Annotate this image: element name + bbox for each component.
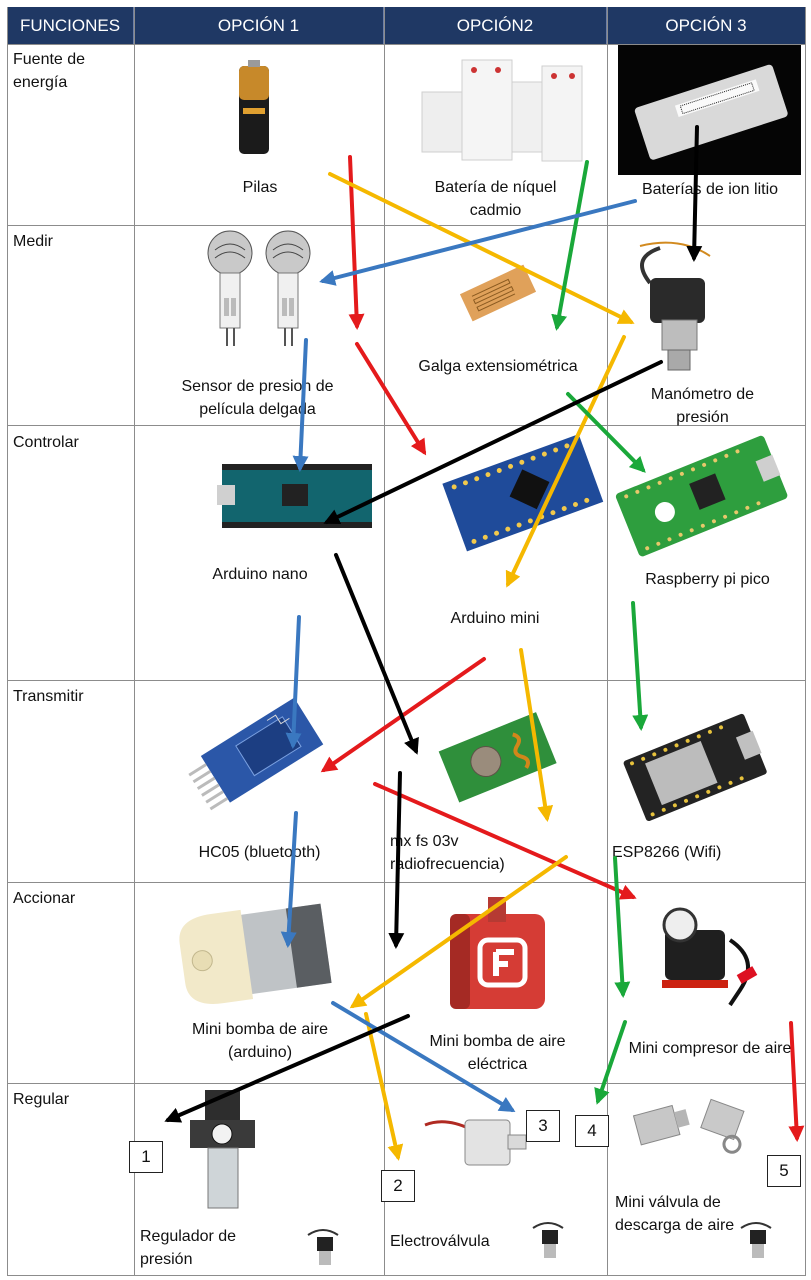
- pressure-regulator-image: [190, 1090, 255, 1209]
- caption-arduino-nano: Arduino nano: [212, 566, 308, 583]
- header-opcion-3: OPCIÓN 3: [607, 7, 805, 44]
- thin-film-sensor-image: [207, 230, 311, 346]
- row-label-transmitir: Transmitir: [13, 688, 84, 705]
- caption-electrovalvula: Electroválvula: [390, 1233, 490, 1250]
- esp8266-module-image: [623, 713, 767, 822]
- caption-galga: Galga extensiométrica: [418, 358, 578, 375]
- grid-line: [7, 1083, 806, 1084]
- mini-compressor-image: [662, 907, 758, 1007]
- lithium-battery-image: [618, 45, 801, 175]
- caption-mini-bomba-electrica: Mini bomba de aire eléctrica: [429, 1033, 566, 1073]
- battery-cell-image: [239, 60, 269, 154]
- caption-valvula-descarga: Mini válvula de descarga de aire: [615, 1194, 735, 1234]
- row-label-fuente: Fuente de energía: [13, 51, 86, 91]
- small-sensor-thumbnail: [740, 1222, 772, 1258]
- strain-gauge-image: [459, 264, 537, 322]
- grid-line: [134, 7, 135, 1275]
- grid-line: [384, 7, 385, 1275]
- grid-line: [805, 7, 806, 1275]
- caption-manometro: Manómetro de presión: [650, 386, 755, 426]
- caption-mini-bomba-arduino: Mini bomba de aire (arduino): [191, 1021, 329, 1061]
- caption-arduino-mini: Arduino mini: [450, 610, 540, 627]
- small-sensor-thumbnail: [532, 1222, 564, 1258]
- grid-line: [7, 7, 8, 1275]
- grid-line: [7, 44, 806, 45]
- grid-line: [7, 225, 806, 226]
- header-funciones: FUNCIONES: [7, 7, 134, 44]
- caption-hc05: HC05 (bluetooth): [198, 844, 321, 861]
- grid-line: [607, 7, 608, 1275]
- caption-ion-litio: Baterías de ion litio: [641, 181, 779, 198]
- electric-air-pump-image: [450, 897, 545, 1009]
- solenoid-valve-image: [424, 1119, 527, 1166]
- concept-number-box: 4: [575, 1115, 609, 1147]
- caption-raspberry: Raspberry pi pico: [645, 571, 770, 588]
- row-label-medir: Medir: [13, 233, 54, 250]
- nicd-battery-image: [421, 59, 583, 162]
- row-label-accionar: Accionar: [13, 890, 76, 907]
- caption-esp8266: ESP8266 (Wifi): [612, 844, 722, 861]
- raspberry-pico-image: [615, 435, 788, 557]
- header-opcion-2: OPCIÓN2: [384, 7, 607, 44]
- caption-sensor-pelicula: Sensor de presion de película delgada: [181, 378, 334, 418]
- arduino-mini-image: [442, 434, 604, 552]
- caption-mx-fs: mx fs 03v radiofrecuencia): [390, 833, 505, 873]
- caption-pilas: Pilas: [242, 179, 278, 196]
- rf-module-image: [438, 712, 557, 803]
- concept-number-box: 3: [526, 1110, 560, 1142]
- row-label-regular: Regular: [13, 1091, 70, 1108]
- grid-line: [7, 882, 806, 883]
- concept-number-box: 5: [767, 1155, 801, 1187]
- concept-number-box: 1: [129, 1141, 163, 1173]
- hc05-module-image: [188, 697, 324, 811]
- arduino-nano-image: [217, 464, 372, 528]
- concept-number-box: 2: [381, 1170, 415, 1202]
- pressure-gauge-image: [639, 241, 711, 371]
- grid-line: [7, 1275, 806, 1276]
- caption-niquel-cadmio: Batería de níquel cadmio: [434, 179, 557, 219]
- discharge-valve-image: [632, 1098, 745, 1154]
- grid-line: [7, 680, 806, 681]
- small-sensor-thumbnail: [307, 1229, 339, 1265]
- row-label-controlar: Controlar: [13, 434, 79, 451]
- caption-mini-compresor: Mini compresor de aire: [628, 1040, 792, 1057]
- mini-air-pump-image: [179, 903, 332, 1004]
- caption-regulador: Regulador de presión: [140, 1228, 237, 1268]
- header-opcion-1: OPCIÓN 1: [134, 7, 384, 44]
